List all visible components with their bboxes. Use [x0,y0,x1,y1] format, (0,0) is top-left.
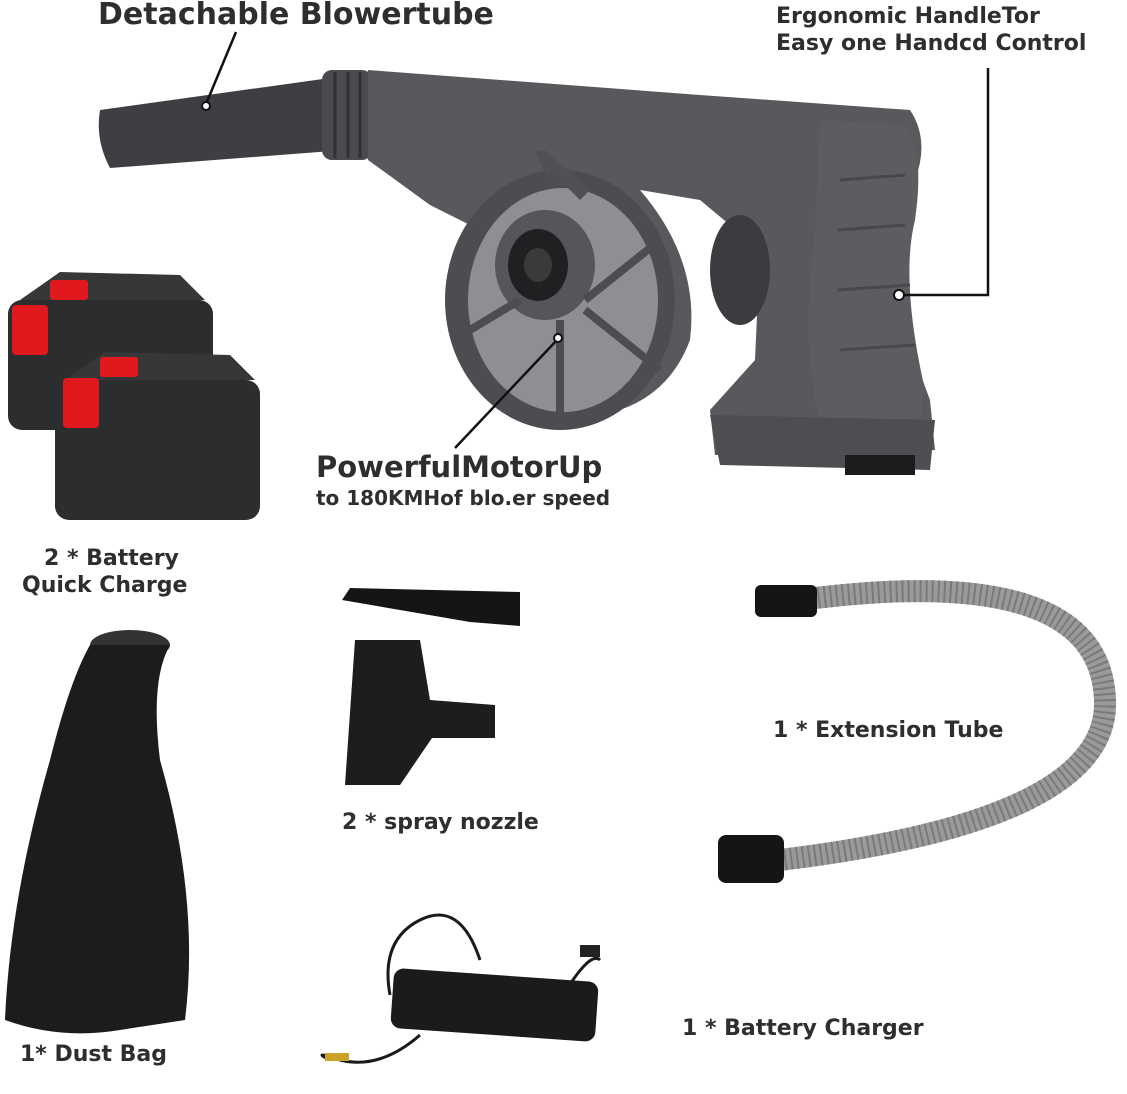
label-dust-bag: 1* Dust Bag [20,1042,168,1067]
callout-handle-line1: Ergonomic HandleTor [776,4,1040,29]
battery-charger [320,913,602,1064]
label-battery-charger: 1 * Battery Charger [682,1016,924,1041]
blower-body [368,70,935,475]
callout-motor-line1: PowerfulMotorUp [316,450,603,484]
label-battery-line2: Quick Charge [22,573,188,598]
battery-pack-front [55,352,260,520]
callout-lines [204,31,990,449]
callout-blowertube: Detachable Blowertube [98,0,494,32]
callout-handle-line2: Easy one Handcd Control [776,31,1087,56]
label-battery-line1: 2 * Battery [44,546,179,571]
callout-motor-line2: to 180KMHof blo.er speed [316,486,611,510]
label-spray-nozzle: 2 * spray nozzle [342,810,539,835]
callout-dots [201,101,905,343]
spray-nozzles [342,588,520,785]
label-extension-tube: 1 * Extension Tube [773,718,1004,743]
dust-bag [5,630,190,1034]
extension-tube [718,580,1117,883]
blower-tube [98,70,372,168]
